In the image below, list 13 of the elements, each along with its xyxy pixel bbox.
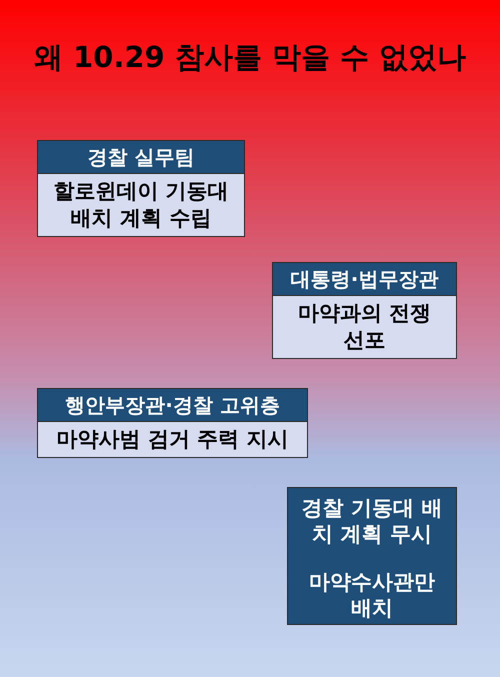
info-card: [37, 140, 245, 237]
card-text: 마약수사관만 배치: [308, 569, 436, 621]
card-body: 마약사범 검거 주력 지시: [56, 426, 290, 453]
card-header: 행안부장관·경찰 고위층: [38, 389, 307, 422]
info-card: [37, 388, 308, 458]
title: 왜 10.29 참사를 막을 수 없었나: [32, 39, 468, 76]
card-header: 경찰 실무팀: [38, 141, 244, 174]
card-text: 경찰 기동대 배치 계획 무시: [300, 495, 444, 547]
card-body: 마약과의 전쟁 선포: [296, 300, 432, 354]
card-header: 대통령·법무장관: [273, 263, 456, 296]
card-body: 할로윈데이 기동대 배치 계획 수립: [52, 178, 230, 232]
info-card: [287, 487, 457, 625]
info-card: [272, 262, 457, 359]
